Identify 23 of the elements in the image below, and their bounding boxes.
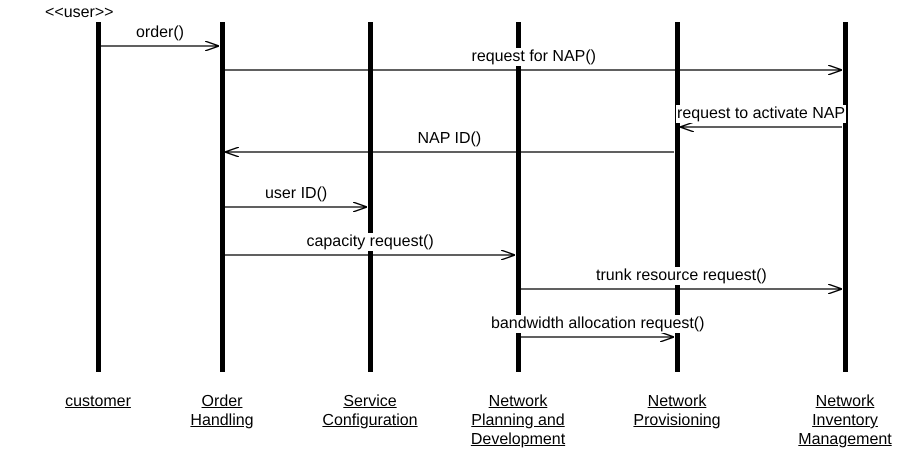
message-arrow	[225, 249, 516, 261]
message-label: user ID()	[264, 185, 328, 203]
message-arrow	[521, 331, 675, 343]
lifeline-name: Service Configuration	[321, 392, 419, 430]
lifeline-name: Network Planning and Development	[470, 392, 566, 449]
lifeline-name: Network Inventory Management	[797, 392, 893, 449]
message-label: request to activate NAP	[676, 105, 846, 123]
message-arrow	[679, 121, 842, 133]
message-label: capacity request()	[306, 233, 435, 251]
message-label: bandwidth allocation request()	[490, 315, 706, 333]
message-arrow	[225, 64, 843, 76]
stereotype-label: <<user>>	[45, 4, 114, 22]
lifeline-name: customer	[65, 392, 131, 411]
message-arrow	[101, 40, 220, 52]
message-arrow	[224, 146, 674, 158]
message-label: order()	[135, 24, 186, 42]
message-label: request for NAP()	[470, 48, 597, 66]
message-arrow	[521, 283, 843, 295]
message-label: trunk resource request()	[595, 267, 768, 285]
lifeline-name: Network Provisioning	[632, 392, 722, 430]
lifeline-name: Order Handling	[189, 392, 255, 430]
message-label: NAP ID()	[416, 130, 482, 148]
message-arrow	[225, 201, 368, 213]
